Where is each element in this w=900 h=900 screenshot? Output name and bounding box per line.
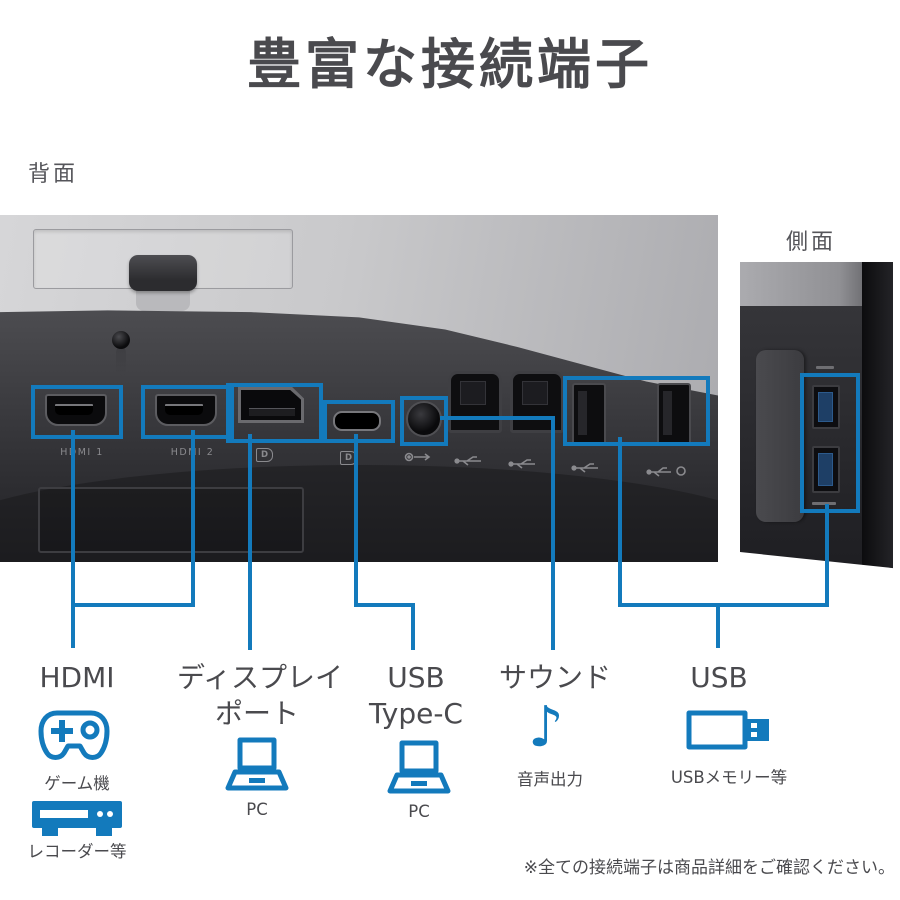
callout-line-hdmi1 bbox=[71, 430, 75, 648]
displayport-label-line1: ディスプレイ bbox=[177, 661, 344, 694]
rear-view-label: 背面 bbox=[28, 162, 79, 187]
displayport-device-caption: PC bbox=[246, 800, 268, 819]
recorder-icon bbox=[32, 801, 122, 836]
music-note-icon: ♪ bbox=[528, 695, 564, 760]
side-view-label: 側面 bbox=[786, 230, 837, 255]
side-usb-port-2 bbox=[812, 446, 840, 493]
laptop-icon bbox=[225, 737, 289, 791]
usb-a-port-1 bbox=[572, 383, 606, 445]
usb-engraving-icon bbox=[454, 456, 481, 466]
usb-a-port-2 bbox=[657, 383, 691, 445]
usb-b-port-2 bbox=[510, 371, 564, 433]
usb-b-port-1 bbox=[448, 371, 502, 433]
hdmi-label: HDMI bbox=[39, 661, 115, 694]
callout-line-hdmi2 bbox=[191, 430, 195, 607]
usb-engraving-icon bbox=[508, 459, 535, 469]
usb-device-caption: USBメモリー等 bbox=[670, 768, 788, 787]
hdmi-port-1 bbox=[45, 394, 107, 426]
screw-streak bbox=[116, 347, 126, 377]
callout-line-hdmi-join bbox=[71, 603, 195, 607]
audio-callout-box bbox=[400, 396, 448, 446]
usb-engraving-icon bbox=[571, 463, 598, 473]
usb-charging-engraving-icon bbox=[646, 466, 686, 477]
usb-a-callout-box bbox=[563, 376, 710, 446]
callout-line-sound-1 bbox=[440, 416, 555, 420]
side-usb-callout-box bbox=[800, 373, 860, 513]
side-engraving bbox=[816, 366, 834, 369]
callout-line-usb-2 bbox=[618, 603, 829, 607]
sound-label: サウンド bbox=[498, 661, 611, 694]
hdmi1-callout-box bbox=[31, 385, 123, 439]
displayport-logo-icon: D bbox=[256, 448, 273, 462]
stand-clip bbox=[129, 255, 197, 291]
displayport-port bbox=[238, 387, 304, 423]
callout-line-usbc-3 bbox=[411, 603, 415, 650]
displayport-label: ディスプレイ ポート bbox=[177, 660, 344, 732]
side-usb-port-1 bbox=[812, 385, 840, 429]
usb-c-callout-box bbox=[323, 400, 395, 443]
screw-hole bbox=[112, 331, 130, 349]
callout-line-displayport bbox=[248, 434, 252, 650]
sound-device-caption: 音声出力 bbox=[517, 770, 583, 789]
displayport-label-line2: ポート bbox=[214, 697, 299, 730]
audio-jack-port bbox=[406, 401, 442, 437]
hdmi2-callout-box bbox=[141, 385, 234, 439]
callout-line-usb-4 bbox=[716, 603, 720, 648]
usb-memory-icon bbox=[686, 710, 769, 750]
audio-out-engraving-icon bbox=[404, 452, 431, 462]
side-front-edge bbox=[862, 262, 893, 570]
usb-type-c-label-line1: USB bbox=[387, 661, 445, 694]
side-engraving bbox=[812, 502, 836, 505]
hdmi1-engraving: HDMI 1 bbox=[60, 447, 104, 458]
callout-line-usb-1 bbox=[618, 437, 622, 607]
usb-type-c-label: USB Type-C bbox=[356, 660, 476, 732]
band-shadow bbox=[0, 465, 718, 562]
callout-line-usbc-1 bbox=[354, 434, 358, 607]
hdmi-device-1-caption: ゲーム機 bbox=[44, 774, 110, 793]
usb-label: USB bbox=[690, 661, 748, 694]
label-recess bbox=[38, 487, 304, 553]
hdmi-device-2-caption: レコーダー等 bbox=[27, 842, 127, 861]
monitor-side-photo bbox=[740, 262, 893, 578]
usb-type-c-device-caption: PC bbox=[408, 802, 430, 821]
page-title: 豊富な接続端子 bbox=[247, 33, 653, 96]
usb-type-c-label-line2: Type-C bbox=[369, 697, 463, 730]
hdmi-port-2 bbox=[155, 394, 217, 426]
game-controller-icon bbox=[38, 710, 110, 760]
callout-line-usb-3 bbox=[825, 504, 829, 607]
laptop-icon bbox=[387, 740, 451, 794]
side-recess-panel bbox=[756, 350, 804, 522]
usb-c-port bbox=[333, 411, 381, 431]
callout-line-usbc-2 bbox=[354, 603, 415, 607]
callout-line-sound-2 bbox=[551, 416, 555, 650]
footnote: ※全ての接続端子は商品詳細をご確認ください。 bbox=[523, 858, 895, 878]
displayport-callout-box bbox=[226, 383, 323, 443]
